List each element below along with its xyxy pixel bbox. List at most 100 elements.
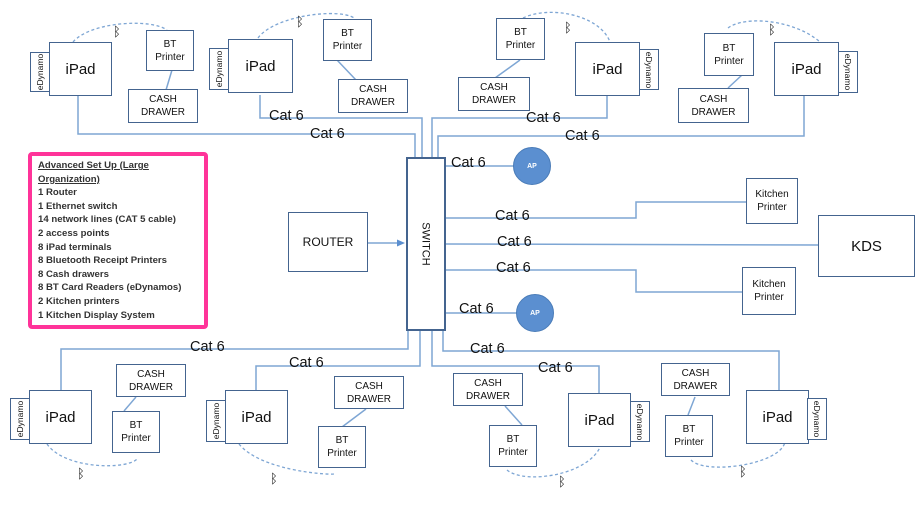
router-label: ROUTER [302, 235, 354, 249]
legend-item: 1 Ethernet switch [38, 200, 118, 212]
ap-label: AP [530, 309, 540, 317]
bt-printer: BT Printer [323, 19, 372, 61]
setup-legend: Advanced Set Up (Large Organization) 1 R… [28, 152, 208, 329]
cable-label: Cat 6 [565, 128, 600, 144]
legend-item: 2 Kitchen printers [38, 295, 120, 307]
link-printer-drawer-2 [336, 59, 357, 81]
edynamo-card-reader: eDynamo [30, 52, 50, 92]
router-arrowhead [397, 239, 405, 247]
cash-drawer-label: DRAWER [465, 390, 511, 402]
legend-title: Advanced Set Up (Large Organization) [38, 160, 149, 185]
kds-label: KDS [851, 237, 882, 255]
ipad-terminal: iPad [225, 390, 288, 444]
ipad-terminal: iPad [746, 390, 809, 444]
edynamo-card-reader: eDynamo [630, 401, 650, 442]
cash-drawer-label: CASH [480, 82, 508, 93]
bt-link-6 [238, 443, 335, 475]
ipad-terminal: iPad [49, 42, 112, 96]
cash-drawer-label: CASH [474, 377, 502, 389]
edynamo-card-reader: eDynamo [209, 48, 230, 90]
cable-ipad6 [255, 331, 421, 390]
edynamo-label: eDynamo [843, 53, 854, 91]
cable-label: Cat 6 [496, 260, 531, 276]
ipad-label: iPad [245, 57, 276, 75]
cash-drawer: CASH DRAWER [458, 77, 530, 111]
ipad-label: iPad [592, 60, 623, 78]
edynamo-label: eDynamo [644, 51, 655, 88]
cable-ipad4 [437, 96, 805, 157]
cash-drawer-label: CASH [681, 367, 710, 379]
ipad-terminal: iPad [568, 393, 631, 447]
cable-label: Cat 6 [538, 360, 573, 376]
cash-drawer-label: DRAWER [673, 380, 718, 392]
cable-kitchen1 [446, 201, 746, 219]
ipad-label: iPad [65, 60, 96, 78]
printer-label: Printer [505, 40, 536, 51]
legend-item: 2 access points [38, 227, 110, 239]
cash-drawer-label: DRAWER [128, 381, 174, 393]
printer-label: BT [129, 420, 143, 431]
edynamo-label: eDynamo [635, 403, 646, 440]
edynamo-card-reader: eDynamo [639, 49, 659, 90]
cash-drawer-label: DRAWER [350, 97, 396, 108]
legend-item: 8 BT Card Readers (eDynamos) [38, 282, 182, 294]
cable-label: Cat 6 [190, 339, 225, 355]
cable-label: Cat 6 [269, 108, 304, 124]
kds-box: KDS [818, 215, 915, 277]
printer-label: BT [163, 38, 177, 50]
ipad-terminal: iPad [575, 42, 640, 96]
ipad-label: iPad [241, 408, 272, 426]
printer-label: BT [682, 424, 696, 435]
access-point-1: AP [513, 147, 551, 185]
cable-kds [445, 243, 819, 246]
bt-link-3 [522, 11, 611, 43]
ap-label: AP [527, 162, 537, 170]
switch-label: SWITCH [420, 222, 433, 266]
cable-kitchen2 [446, 269, 742, 293]
edynamo-card-reader: eDynamo [10, 398, 31, 440]
edynamo-label: eDynamo [35, 53, 46, 91]
printer-label: BT [514, 27, 527, 38]
edynamo-card-reader: eDynamo [206, 400, 227, 442]
bluetooth-icon: ᛒ [739, 464, 747, 479]
cash-drawer: CASH DRAWER [338, 79, 408, 113]
cash-drawer-label: DRAWER [471, 95, 517, 106]
cash-drawer-label: CASH [699, 93, 728, 105]
bt-link-2 [257, 12, 355, 39]
ipad-label: iPad [45, 408, 76, 426]
ipad-terminal: iPad [228, 39, 293, 93]
bt-link-4 [727, 20, 821, 43]
bluetooth-icon: ᛒ [77, 466, 85, 481]
kitchen-printer-1: Kitchen Printer [746, 178, 798, 224]
link-printer-drawer-6 [341, 408, 367, 428]
cash-drawer-label: CASH [359, 84, 387, 95]
link-printer-drawer-8 [687, 396, 696, 416]
bluetooth-icon: ᛒ [113, 24, 121, 39]
ipad-terminal: iPad [29, 390, 92, 444]
cable-label: Cat 6 [289, 355, 324, 371]
printer-label: Printer [327, 448, 357, 459]
cable-ipad7 [431, 331, 600, 393]
bt-link-8 [690, 441, 786, 468]
ipad-terminal: iPad [774, 42, 839, 96]
cash-drawer-label: DRAWER [140, 107, 186, 118]
printer-label: Printer [332, 41, 363, 52]
link-printer-drawer-1 [165, 69, 173, 91]
bt-printer: BT Printer [496, 18, 545, 60]
printer-label: BT [341, 28, 354, 39]
cable-ipad1 [77, 96, 416, 157]
ipad-label: iPad [791, 60, 822, 78]
cable-label: Cat 6 [526, 110, 561, 126]
edynamo-label: eDynamo [812, 400, 823, 438]
link-printer-drawer-4 [727, 74, 743, 89]
cash-drawer-label: CASH [355, 380, 383, 392]
